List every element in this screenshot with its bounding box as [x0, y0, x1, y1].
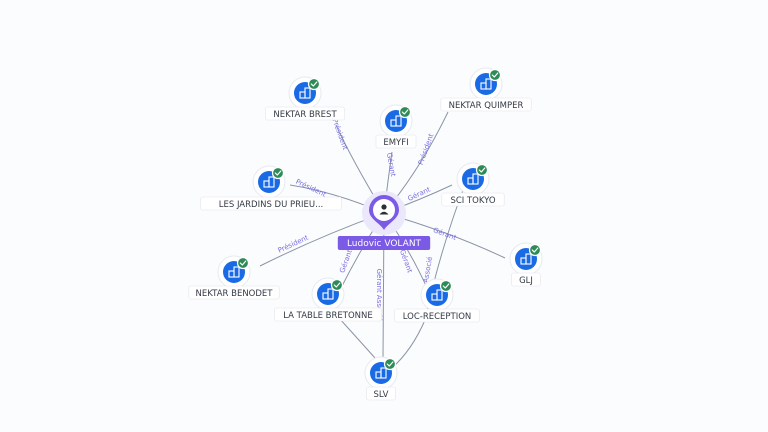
- edge-role-label: Gérant: [432, 226, 458, 242]
- company-name-label: LES JARDINS DU PRIEU...: [219, 200, 324, 210]
- company-name-label: LA TABLE BRETONNE: [283, 311, 373, 321]
- company-node-nektar-brest[interactable]: NEKTAR BREST: [265, 76, 345, 121]
- verified-check-icon: [488, 68, 502, 82]
- company-name-label: NEKTAR QUIMPER: [449, 101, 524, 111]
- edge-role-label: Président: [331, 118, 350, 152]
- edge-role-label: Gérant: [385, 152, 397, 177]
- edge-role-label: Président: [277, 234, 310, 255]
- building-icon: [322, 288, 334, 300]
- company-label-box: [441, 192, 505, 207]
- company-node-nektar-quimper[interactable]: NEKTAR QUIMPER: [440, 67, 532, 112]
- pin-inner: [373, 199, 395, 221]
- company-node-les-jardins[interactable]: LES JARDINS DU PRIEU...: [200, 165, 342, 211]
- edge-role-label: Gérant: [407, 185, 432, 203]
- verified-check-icon: [528, 243, 542, 257]
- building-icon: [467, 173, 479, 185]
- company-node-glj[interactable]: GLJ: [509, 242, 543, 287]
- company-name-label: LOC-RECEPTION: [403, 312, 472, 322]
- center-name-box: [337, 236, 431, 250]
- company-label-box: [188, 285, 280, 300]
- company-name-label: EMYFI: [383, 138, 408, 148]
- building-icon: [228, 266, 240, 278]
- company-name-label: NEKTAR BENODET: [196, 289, 274, 299]
- verified-check-icon: [271, 166, 285, 180]
- edge-role-label: Président: [417, 132, 436, 166]
- nodes-layer: NEKTAR BREST EMYFI NEKTAR QUIMPER LES JARDI…: [188, 67, 543, 401]
- verified-check-icon: [236, 256, 250, 270]
- company-node-emyfi[interactable]: EMYFI: [375, 104, 417, 149]
- company-name-label: SCI TOKYO: [450, 196, 495, 206]
- company-name-label: GLJ: [519, 276, 533, 286]
- verified-check-icon: [330, 278, 344, 292]
- company-node-la-table[interactable]: LA TABLE BRETONNE: [274, 277, 382, 322]
- company-label-box: [375, 134, 417, 149]
- company-label-box: [274, 307, 382, 322]
- company-label-box: [265, 106, 345, 121]
- building-icon: [390, 115, 402, 127]
- verified-check-icon: [439, 279, 453, 293]
- edge-role-label: Président: [294, 178, 327, 199]
- company-node-nektar-benodet[interactable]: NEKTAR BENODET: [188, 255, 280, 300]
- center-person-name: Ludovic VOLANT: [347, 239, 422, 249]
- company-node-loc-reception[interactable]: LOC-RECEPTION: [394, 278, 480, 323]
- building-icon: [480, 78, 492, 90]
- company-name-label: NEKTAR BREST: [273, 110, 337, 120]
- company-node-sci-tokyo[interactable]: SCI TOKYO: [441, 162, 505, 207]
- person-icon: [379, 204, 389, 215]
- company-label-box: [394, 308, 480, 323]
- building-icon: [520, 253, 532, 265]
- building-icon: [299, 87, 311, 99]
- company-label-box: [366, 386, 396, 401]
- building-icon: [263, 176, 275, 188]
- building-icon: [431, 289, 443, 301]
- company-label-box: [511, 272, 541, 287]
- company-name-label: SLV: [373, 390, 388, 400]
- edge-role-label: Gérant: [398, 249, 414, 275]
- verified-check-icon: [475, 163, 489, 177]
- company-label-box: [440, 97, 532, 112]
- verified-check-icon: [398, 105, 412, 119]
- verified-check-icon: [383, 357, 397, 371]
- company-node-slv[interactable]: SLV: [364, 356, 398, 401]
- center-person-node[interactable]: Ludovic VOLANT: [337, 191, 431, 250]
- edge-role-label: Gérant: [338, 248, 354, 274]
- verified-check-icon: [307, 77, 321, 91]
- company-label-box: [200, 196, 342, 211]
- edge-role-label: Gérant Associé: [375, 269, 383, 322]
- building-icon: [375, 367, 387, 379]
